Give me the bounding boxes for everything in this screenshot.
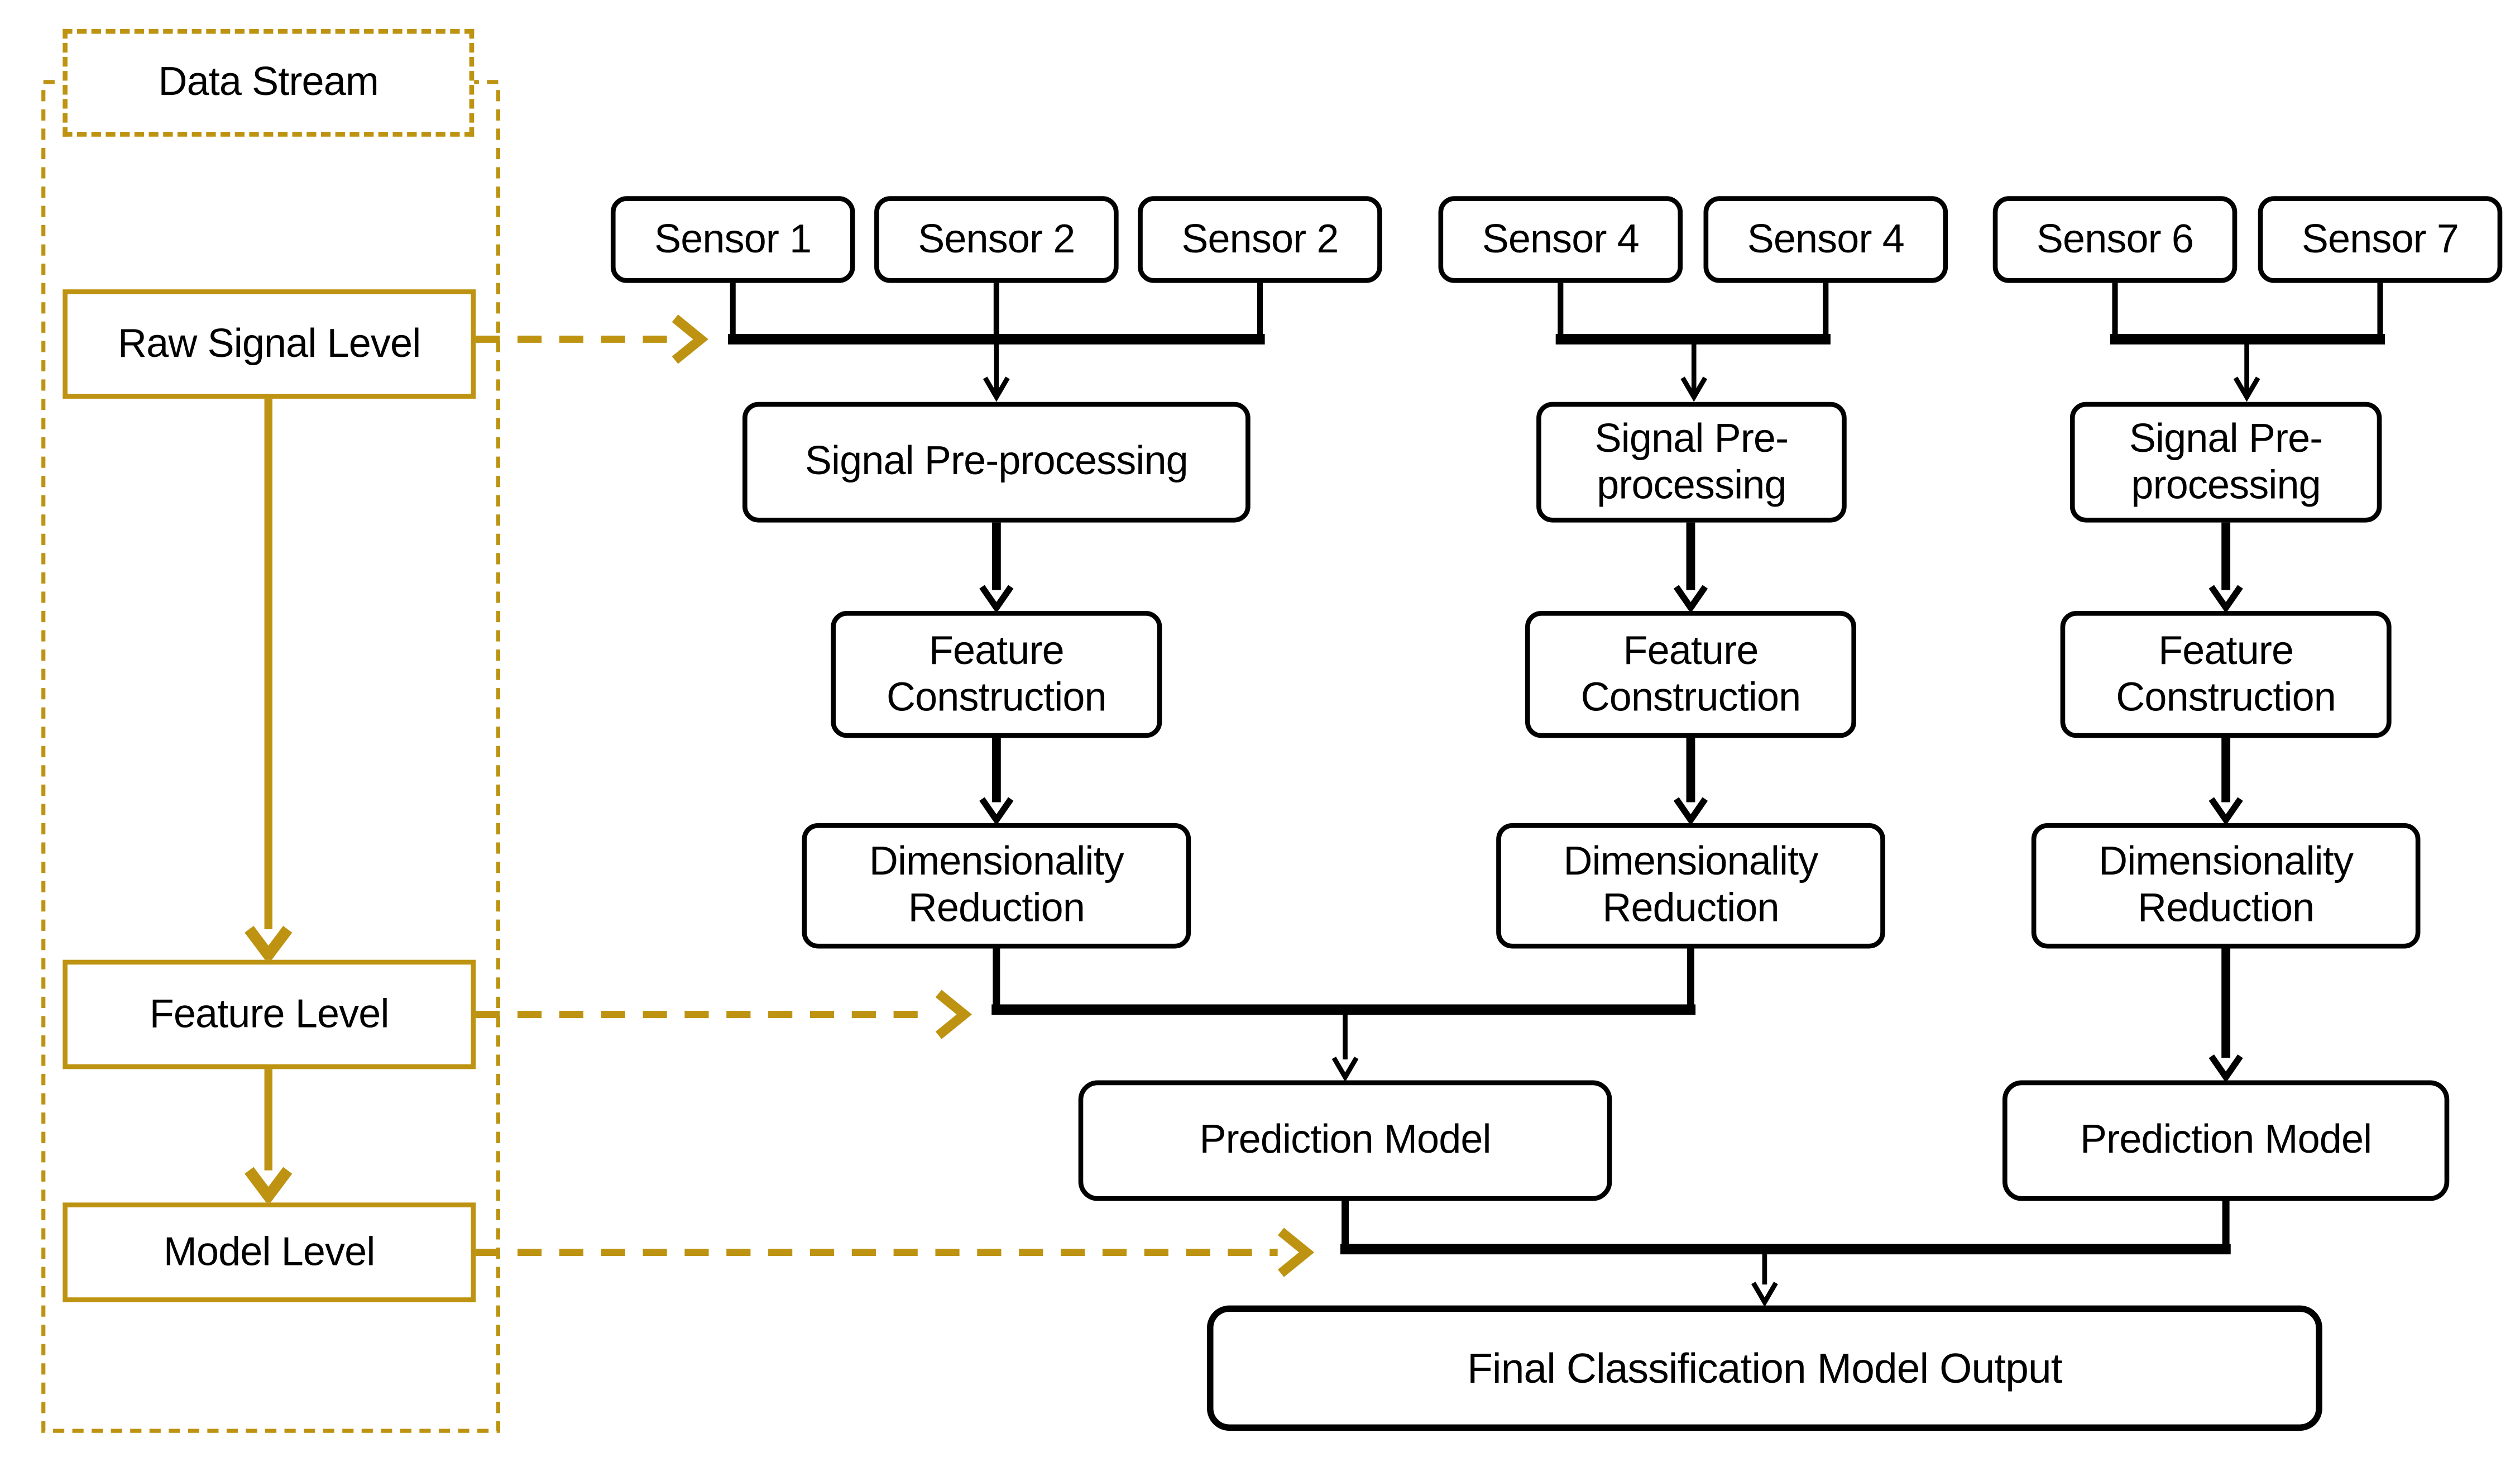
sensor-label: Sensor 4 xyxy=(1482,216,1640,261)
feature-construction-label-line2: Construction xyxy=(1580,674,1802,720)
sensor-group-2-connector xyxy=(1555,283,1831,402)
sensor-box-5: Sensor 4 xyxy=(1703,196,1948,283)
sensor-label: Sensor 2 xyxy=(918,216,1075,261)
prediction-model-label: Prediction Model xyxy=(2080,1117,2372,1163)
dimensionality-reduction-box-col3: Dimensionality Reduction xyxy=(2031,823,2421,949)
gold-dashed-arrow-model-level xyxy=(476,1227,1315,1277)
gold-dashed-arrow-raw-signal-level xyxy=(476,314,708,364)
dimensionality-reduction-label-line2: Reduction xyxy=(908,886,1085,931)
flow-arrow-col3-fc-to-dr xyxy=(2208,738,2243,826)
model-level-label: Model Level xyxy=(163,1229,375,1274)
flow-arrow-col3-dr-to-pm xyxy=(2208,948,2243,1083)
dimensionality-reduction-label-line2: Reduction xyxy=(1602,886,1779,931)
feature-construction-box-col2: Feature Construction xyxy=(1525,610,1857,738)
prediction-model-label: Prediction Model xyxy=(1199,1117,1491,1163)
sensor-box-3: Sensor 2 xyxy=(1138,196,1382,283)
feature-fusion-bus xyxy=(991,948,1696,1082)
flow-arrow-col2-sp-to-fc xyxy=(1673,522,1708,614)
dimensionality-reduction-box-col2: Dimensionality Reduction xyxy=(1496,823,1885,949)
feature-construction-label-line1: Feature xyxy=(2158,628,2294,673)
dimensionality-reduction-label-line1: Dimensionality xyxy=(869,839,1124,885)
sensor-box-6: Sensor 6 xyxy=(1992,196,2238,283)
signal-preprocessing-label-line2: processing xyxy=(2131,462,2321,508)
sensor-box-2: Sensor 2 xyxy=(874,196,1119,283)
flow-arrow-col3-sp-to-fc xyxy=(2208,522,2243,614)
feature-level-label: Feature Level xyxy=(149,991,390,1036)
sensor-label: Sensor 6 xyxy=(2036,216,2194,261)
model-fusion-bus xyxy=(1340,1201,2231,1307)
signal-preprocessing-label-line1: Signal Pre- xyxy=(1594,415,1789,461)
flow-arrow-col1-fc-to-dr xyxy=(979,738,1014,826)
data-stream-box: Data Stream xyxy=(63,28,475,137)
signal-preprocessing-box-col3: Signal Pre- processing xyxy=(2069,402,2382,523)
sensor-label: Sensor 4 xyxy=(1747,216,1905,261)
sensor-label: Sensor 1 xyxy=(654,216,812,261)
gold-arrow-feature-to-model xyxy=(245,1069,293,1206)
signal-preprocessing-box-col2: Signal Pre- processing xyxy=(1536,402,1847,523)
prediction-model-box-left: Prediction Model xyxy=(1078,1080,1612,1201)
sensor-label: Sensor 2 xyxy=(1181,216,1339,261)
feature-construction-box-col3: Feature Construction xyxy=(2060,610,2392,738)
data-stream-label: Data Stream xyxy=(158,59,379,105)
feature-construction-label-line2: Construction xyxy=(2116,674,2336,720)
gold-dashed-arrow-feature-level xyxy=(476,990,972,1039)
sensor-box-1: Sensor 1 xyxy=(610,196,855,283)
signal-preprocessing-label-line2: processing xyxy=(1597,462,1786,508)
prediction-model-box-right: Prediction Model xyxy=(2002,1080,2450,1201)
sensor-box-7: Sensor 7 xyxy=(2258,196,2503,283)
raw-signal-level-box: Raw Signal Level xyxy=(63,289,476,399)
feature-construction-box-col1: Feature Construction xyxy=(831,610,1162,738)
flow-arrow-col2-fc-to-dr xyxy=(1673,738,1708,826)
final-classification-output-label: Final Classification Model Output xyxy=(1467,1344,2063,1392)
dimensionality-reduction-label-line2: Reduction xyxy=(2137,886,2315,931)
feature-construction-label-line2: Construction xyxy=(887,674,1107,720)
feature-level-box: Feature Level xyxy=(63,959,476,1069)
feature-construction-label-line1: Feature xyxy=(928,628,1065,673)
data-stream-dashed-frame xyxy=(41,80,501,1433)
sensor-group-3-connector xyxy=(2110,283,2385,402)
dimensionality-reduction-label-line1: Dimensionality xyxy=(1563,839,1819,885)
raw-signal-level-label: Raw Signal Level xyxy=(118,321,421,366)
sensor-box-4: Sensor 4 xyxy=(1438,196,1683,283)
signal-preprocessing-box-col1: Signal Pre-processing xyxy=(742,402,1251,523)
flow-arrow-col1-sp-to-fc xyxy=(979,522,1014,614)
dimensionality-reduction-label-line1: Dimensionality xyxy=(2099,839,2354,885)
gold-arrow-raw-to-feature xyxy=(245,398,293,964)
sensor-group-1-connector xyxy=(728,283,1265,402)
signal-preprocessing-label-line1: Signal Pre- xyxy=(2129,415,2323,461)
signal-preprocessing-label: Signal Pre-processing xyxy=(804,438,1189,484)
sensor-label: Sensor 7 xyxy=(2301,216,2459,261)
feature-construction-label-line1: Feature xyxy=(1623,628,1759,673)
dimensionality-reduction-box-col1: Dimensionality Reduction xyxy=(802,823,1191,949)
final-classification-output-box: Final Classification Model Output xyxy=(1206,1305,2322,1431)
model-level-box: Model Level xyxy=(63,1202,476,1302)
